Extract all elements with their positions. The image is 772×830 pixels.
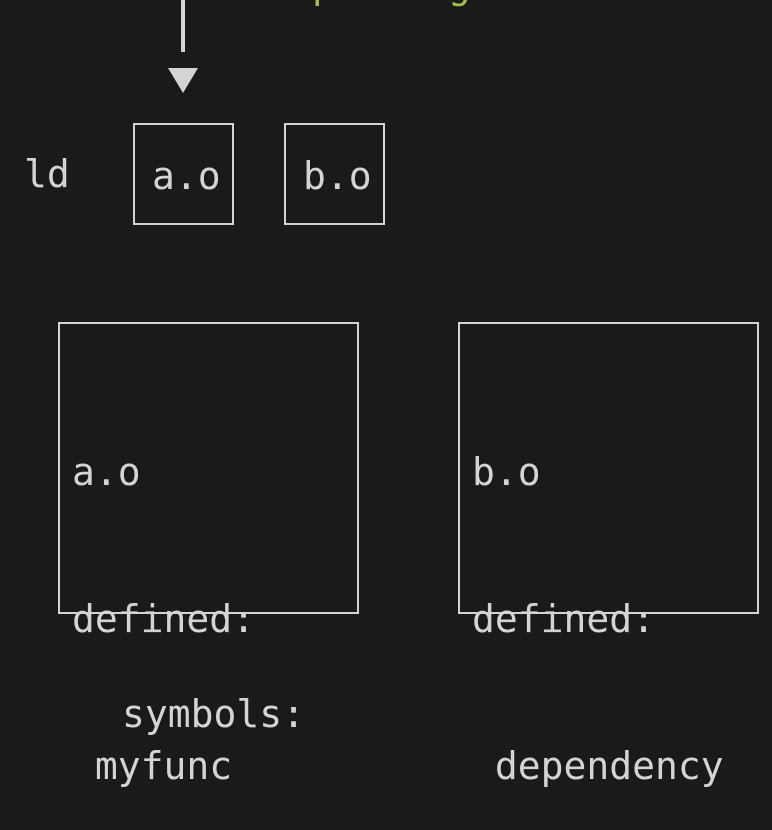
symbol-table-b-line-0: b.o (472, 450, 541, 494)
symbol-table-panel-a: a.o defined: myfunc undefined: dependenc… (58, 322, 359, 788)
symbol-table-a-line-0: a.o (72, 450, 141, 494)
symbol-table-a-line-2: myfunc (72, 744, 233, 788)
clipped-top-text-right: g (448, 0, 471, 4)
arrow-shaft (181, 0, 185, 52)
clipped-top-text-left: p (312, 0, 335, 4)
down-arrow-icon (168, 68, 198, 93)
object-file-chip-a[interactable]: a.o (133, 123, 234, 225)
object-file-chip-b[interactable]: b.o (284, 123, 385, 225)
symbol-table-a-lines: a.o defined: myfunc undefined: dependenc… (72, 350, 324, 830)
object-file-chip-a-label: a.o (152, 154, 221, 198)
symbol-table-panel-b: b.o defined: dependency (458, 322, 759, 788)
symbol-table-b-line-2: dependency (472, 744, 724, 788)
symbol-table-b-lines: b.o defined: dependency (472, 350, 724, 830)
symbol-table-b-line-1: defined: (472, 597, 656, 641)
symbol-table-a-line-1: defined: (72, 597, 256, 641)
symbols-label: symbols: (122, 692, 306, 736)
linker-label: ld (24, 152, 70, 196)
object-file-chip-b-label: b.o (303, 154, 372, 198)
